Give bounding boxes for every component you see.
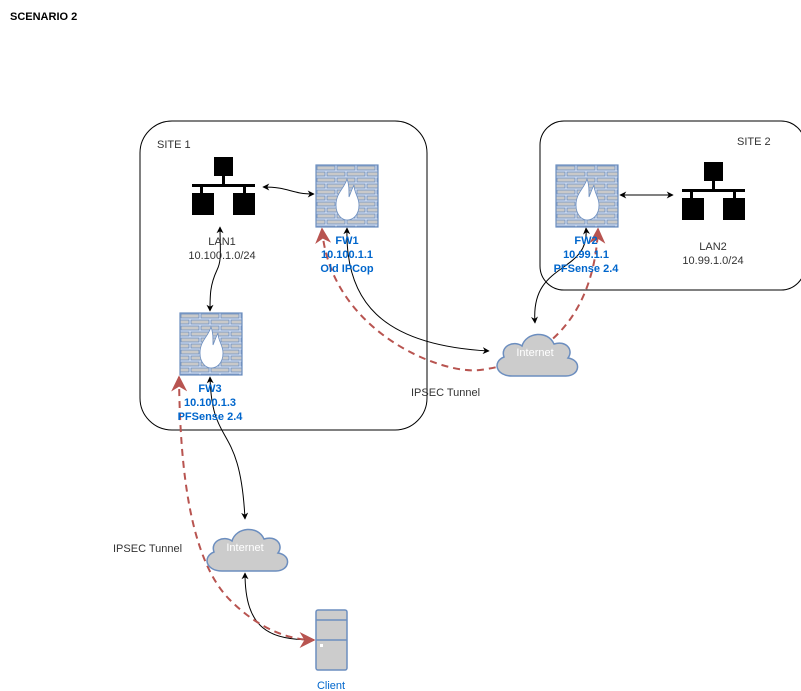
fw3-ip: 10.100.1.3 <box>184 397 236 409</box>
fw2-software: PFSense 2.4 <box>554 263 620 275</box>
fw1-internet-link <box>343 227 490 355</box>
tunnel1-label: IPSEC Tunnel <box>411 387 480 399</box>
lan2-network-icon[interactable] <box>682 162 745 220</box>
fw1-name: FW1 <box>335 235 358 247</box>
internet2-label: Internet <box>226 542 263 554</box>
fw3-firewall-icon[interactable] <box>179 312 243 376</box>
fw2-firewall-icon[interactable] <box>555 164 619 228</box>
lan1-name: LAN1 <box>208 236 236 248</box>
fw1-software: Old IPCop <box>320 263 373 275</box>
fw2-name: FW2 <box>574 235 597 247</box>
lan2-name: LAN2 <box>699 241 727 253</box>
fw3-software: PFSense 2.4 <box>178 411 244 423</box>
fw1-firewall-icon[interactable] <box>315 164 379 228</box>
client-server-icon[interactable] <box>315 609 348 671</box>
internet-client-link <box>241 572 315 644</box>
internet1-label: Internet <box>516 347 553 359</box>
site2-container <box>539 120 801 291</box>
fw2-ip: 10.99.1.1 <box>563 249 609 261</box>
lan2-subnet: 10.99.1.0/24 <box>682 255 743 267</box>
lan1-fw1-link <box>262 183 315 198</box>
fw3-name: FW3 <box>198 383 221 395</box>
fw1-ip: 10.100.1.1 <box>321 249 373 261</box>
lan1-subnet: 10.100.1.0/24 <box>188 250 255 262</box>
site1-label: SITE 1 <box>157 139 191 151</box>
ipsec-tunnel-fw1-fw2 <box>315 227 606 372</box>
lan1-network-icon[interactable] <box>192 157 255 215</box>
diagram-title: SCENARIO 2 <box>10 11 77 23</box>
lan1-fw3-link <box>206 226 224 312</box>
client-label: Client <box>317 680 345 691</box>
site1-container <box>139 120 428 431</box>
site2-label: SITE 2 <box>737 136 771 148</box>
tunnel2-label: IPSEC Tunnel <box>113 543 182 555</box>
